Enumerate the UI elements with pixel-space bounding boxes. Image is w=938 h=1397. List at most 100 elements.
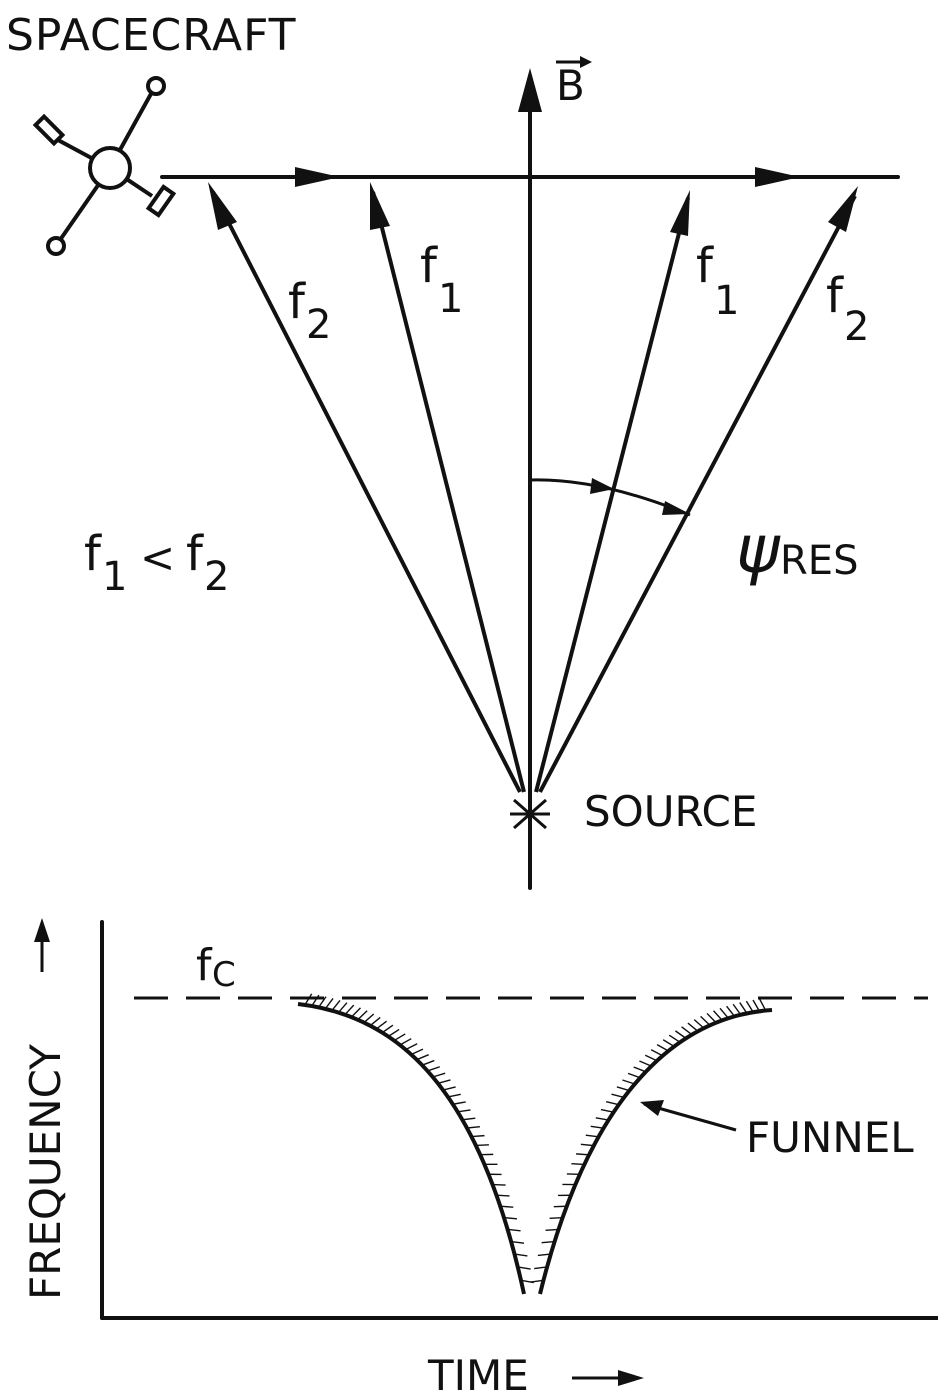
- hatch-tick: [471, 1134, 485, 1138]
- svg-text:1: 1: [714, 278, 739, 324]
- spacecraft-label: SPACECRAFT: [6, 10, 297, 61]
- hatch-tick: [500, 1205, 514, 1208]
- hatch-tick: [437, 1079, 451, 1085]
- hatch-tick: [511, 1240, 525, 1244]
- hatch-tick: [475, 1144, 489, 1147]
- hatch-tick: [606, 1101, 620, 1106]
- hatch-tick: [337, 1002, 348, 1013]
- hatch-tick: [732, 1003, 742, 1016]
- hatch-tick: [639, 1060, 652, 1067]
- svg-text:2: 2: [844, 304, 869, 350]
- hatch-tick: [344, 1004, 355, 1016]
- hatch-tick: [421, 1059, 435, 1066]
- hatch-tick: [681, 1026, 693, 1036]
- hatch-tick: [585, 1134, 599, 1138]
- hatch-tick: [616, 1086, 630, 1092]
- hatch-tick: [416, 1054, 429, 1061]
- hatch-tick: [633, 1066, 647, 1073]
- hatch-tick: [534, 1266, 548, 1270]
- hatch-tick: [381, 1024, 394, 1034]
- svg-text:f: f: [196, 940, 213, 991]
- hatch-tick: [350, 1007, 361, 1018]
- label-f2-right: f 2: [826, 268, 869, 350]
- hatch-tick: [656, 1044, 669, 1052]
- hatch-tick: [514, 1253, 528, 1257]
- y-axis-label: FREQUENCY: [21, 1044, 70, 1300]
- ray-f1-left-arrowhead: [370, 182, 390, 230]
- hatch-tick: [457, 1109, 471, 1113]
- ray-f2-left-arrowhead: [208, 182, 237, 230]
- svg-text:f: f: [186, 526, 204, 582]
- x-axis-label: TIME: [427, 1351, 529, 1397]
- svg-text:ψ: ψ: [736, 511, 781, 588]
- ray-f1-right-arrowhead: [670, 190, 690, 236]
- svg-text:f: f: [696, 238, 714, 294]
- hatch-tick: [644, 1054, 658, 1062]
- b-field-arrowhead: [518, 68, 542, 112]
- inequality-label: f 1 < f 2: [84, 526, 229, 600]
- x-axis-label-arrowhead: [618, 1370, 644, 1386]
- hatch-tick: [369, 1016, 381, 1027]
- ray-f1-right: [534, 197, 690, 793]
- hatch-tick: [442, 1086, 456, 1091]
- hatch-tick: [759, 998, 767, 1011]
- hatch-tick: [530, 1279, 544, 1283]
- hatch-tick: [706, 1012, 717, 1024]
- hatch-tick: [580, 1143, 594, 1147]
- b-field-label: B: [556, 61, 585, 110]
- hatch-tick: [719, 1007, 729, 1019]
- hatch-tick: [363, 1013, 375, 1024]
- resonance-arc-arrow-2: [662, 501, 690, 515]
- hatch-tick: [687, 1022, 699, 1032]
- hatch-tick: [432, 1072, 446, 1078]
- trajectory-arrow-right: [755, 167, 800, 187]
- hatch-tick: [399, 1038, 412, 1046]
- ray-f2-right-arrowhead: [828, 186, 858, 232]
- hatch-tick: [712, 1010, 723, 1021]
- resonance-arc-arrow-1: [590, 478, 614, 494]
- hatch-tick: [466, 1126, 481, 1129]
- hatch-tick: [304, 993, 313, 1006]
- hatch-tick: [503, 1216, 518, 1220]
- hatch-tick: [496, 1194, 510, 1197]
- funnel-hatching: [304, 993, 767, 1284]
- svg-text:f: f: [826, 268, 844, 324]
- hatch-tick: [745, 1000, 754, 1013]
- ray-f2-left: [211, 191, 522, 793]
- funnel-pointer-arrowhead: [640, 1100, 664, 1116]
- svg-text:1: 1: [102, 554, 127, 600]
- svg-text:2: 2: [204, 554, 229, 600]
- hatch-tick: [375, 1020, 388, 1030]
- hatch-tick: [405, 1043, 418, 1051]
- svg-text:f: f: [420, 238, 438, 294]
- svg-text:1: 1: [438, 276, 463, 322]
- hatch-tick: [317, 996, 327, 1008]
- label-f2-left: f 2: [288, 274, 331, 348]
- psi-res-label: ψ RES: [736, 511, 858, 588]
- hatch-tick: [311, 994, 320, 1007]
- svg-text:<: <: [140, 533, 175, 582]
- hatch-tick: [668, 1034, 681, 1043]
- spacecraft-icon: [32, 76, 177, 256]
- hatch-tick: [541, 1240, 555, 1244]
- svg-text:RES: RES: [780, 538, 858, 584]
- b-vector-bar-head: [580, 56, 592, 68]
- rays: [211, 191, 857, 793]
- funnel-curve-right: [538, 1008, 773, 1295]
- hatch-tick: [517, 1266, 531, 1270]
- hatch-tick: [331, 999, 341, 1012]
- hatch-tick: [447, 1093, 461, 1098]
- ray-f1-left: [371, 191, 526, 793]
- hatch-tick: [662, 1039, 675, 1048]
- hatch-tick: [700, 1015, 711, 1026]
- hatch-tick: [693, 1019, 705, 1029]
- svg-text:f: f: [84, 526, 102, 582]
- hatch-tick: [650, 1049, 664, 1057]
- hatch-tick: [462, 1117, 476, 1121]
- hatch-tick: [627, 1072, 641, 1079]
- label-f1-right: f 1: [696, 238, 739, 324]
- trajectory-arrow-left: [295, 167, 340, 187]
- hatch-tick: [752, 999, 761, 1012]
- svg-text:C: C: [212, 955, 236, 995]
